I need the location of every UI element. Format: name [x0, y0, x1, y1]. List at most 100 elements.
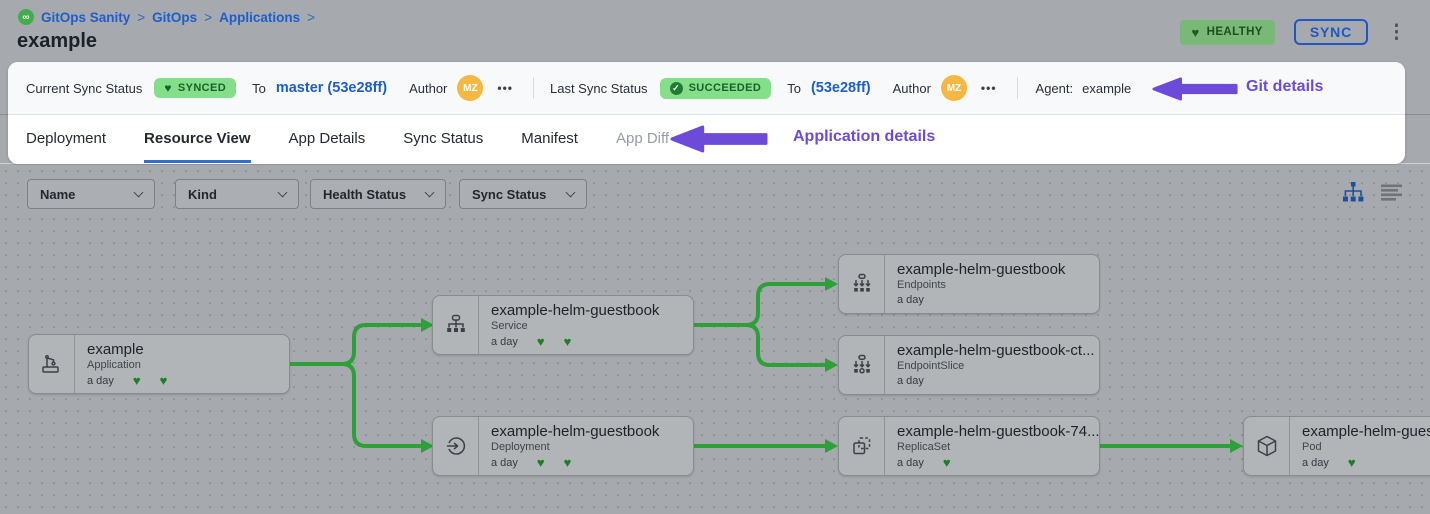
heart-icon: ♥	[536, 334, 545, 349]
gitops-logo-icon: ∞	[18, 9, 34, 25]
filter-name-dropdown[interactable]: Name	[27, 179, 155, 209]
health-status-label: HEALTHY	[1206, 26, 1263, 38]
filter-health-status-label: Health Status	[323, 186, 407, 202]
succeeded-badge-label: SUCCEEDED	[688, 82, 762, 94]
heart-icon: ♥	[942, 455, 951, 470]
git-details-arrow-icon	[1152, 77, 1238, 101]
health-hearts: ♥♥	[114, 374, 167, 388]
node-age: a day	[897, 457, 924, 469]
node-title: example-helm-guestbook	[897, 261, 1066, 278]
breadcrumb-gitops-sanity[interactable]: GitOps Sanity	[41, 9, 131, 25]
application-details-arrow-icon	[670, 125, 768, 153]
tree-view-icon[interactable]	[1342, 182, 1364, 203]
divider	[1016, 77, 1018, 99]
node-title: example-helm-guestbook	[491, 423, 660, 440]
node-service[interactable]: example-helm-guestbook Service a day♥♥	[432, 295, 694, 355]
chevron-down-icon	[133, 187, 144, 197]
current-sync-status-label: Current Sync Status	[26, 80, 143, 96]
chevron-down-icon	[424, 187, 435, 197]
application-icon	[29, 335, 75, 393]
node-kind: Application	[87, 359, 141, 371]
more-menu-icon[interactable]: •••	[497, 81, 513, 95]
sync-button[interactable]: SYNC	[1293, 19, 1368, 45]
filter-sync-status-label: Sync Status	[472, 186, 547, 202]
breadcrumb-gitops[interactable]: GitOps	[152, 9, 198, 25]
filter-name-label: Name	[40, 186, 76, 202]
node-age: a day	[491, 336, 518, 348]
node-kind: Pod	[1302, 441, 1322, 453]
view-toggle	[1342, 182, 1402, 203]
heart-icon: ♥	[563, 334, 572, 349]
replicaset-icon	[839, 417, 885, 475]
node-pod[interactable]: example-helm-guest Pod a day♥	[1243, 416, 1430, 476]
breadcrumb: ∞ GitOps Sanity > GitOps > Applications …	[18, 9, 315, 25]
last-target-link[interactable]: (53e28ff)	[810, 80, 871, 96]
page-title: example	[17, 30, 98, 52]
node-kind: ReplicaSet	[897, 441, 951, 453]
more-menu-icon[interactable]: •••	[980, 81, 997, 95]
header-controls: ♥ HEALTHY SYNC ⋮	[1179, 19, 1406, 45]
breadcrumb-separator: >	[204, 9, 213, 25]
to-label: To	[787, 80, 801, 96]
service-icon	[433, 296, 479, 354]
node-age: a day	[87, 375, 114, 387]
succeeded-badge: ✓ SUCCEEDED	[659, 77, 772, 99]
tab-sync-status[interactable]: Sync Status	[403, 130, 484, 147]
node-age: a day	[1302, 457, 1329, 469]
health-hearts: ♥	[924, 456, 951, 470]
node-deployment[interactable]: example-helm-guestbook Deployment a day ♥…	[432, 416, 694, 476]
author-avatar: MZ	[457, 75, 484, 101]
endpointslice-icon	[839, 336, 885, 394]
node-kind: EndpointSlice	[897, 360, 965, 372]
filter-health-status-dropdown[interactable]: Health Status	[310, 179, 446, 209]
node-endpointslice[interactable]: example-helm-guestbook-ct... EndpointSli…	[838, 335, 1100, 395]
tab-deployment[interactable]: Deployment	[26, 130, 107, 147]
check-circle-icon: ✓	[669, 81, 683, 95]
endpoints-icon	[839, 255, 885, 313]
agent-value: example	[1082, 80, 1132, 96]
heart-icon: ♥	[536, 455, 545, 470]
agent-label: Agent:	[1035, 80, 1074, 96]
author-avatar: MZ	[940, 75, 967, 101]
tab-manifest[interactable]: Manifest	[521, 130, 578, 147]
author-label: Author	[892, 80, 931, 96]
filter-sync-status-dropdown[interactable]: Sync Status	[459, 179, 587, 209]
health-hearts: ♥♥	[518, 335, 571, 349]
heart-icon: ♥	[1347, 455, 1356, 470]
node-kind: Deployment	[491, 441, 550, 453]
chevron-down-icon	[277, 187, 288, 197]
deployment-icon	[433, 417, 479, 475]
application-details-annotation: Application details	[793, 128, 936, 145]
divider	[533, 77, 534, 99]
chevron-down-icon	[565, 187, 576, 197]
health-hearts: ♥	[1329, 456, 1356, 470]
list-view-icon[interactable]	[1381, 184, 1402, 201]
filter-kind-dropdown[interactable]: Kind	[175, 179, 299, 209]
node-title: example-helm-guestbook-74...	[897, 423, 1099, 440]
breadcrumb-applications[interactable]: Applications	[219, 9, 301, 25]
sync-status-bar: Current Sync Status ♥ SYNCED To master (…	[8, 62, 1405, 115]
tab-resource-view[interactable]: Resource View	[144, 115, 251, 163]
heart-icon: ♥	[159, 373, 168, 388]
heart-icon: ♥	[132, 373, 141, 388]
node-age: a day	[491, 457, 518, 469]
last-sync-status-label: Last Sync Status	[550, 80, 648, 96]
author-label: Author	[409, 80, 448, 96]
node-age: a day	[897, 375, 924, 387]
node-kind: Endpoints	[897, 279, 946, 291]
synced-badge-label: SYNCED	[177, 82, 227, 94]
app-tabs: Deployment Resource View App Details Syn…	[8, 115, 1405, 163]
node-endpoints[interactable]: example-helm-guestbook Endpoints a day	[838, 254, 1100, 314]
tab-app-diff[interactable]: App Diff	[615, 130, 670, 147]
node-title: example-helm-guestbook-ct...	[897, 342, 1095, 359]
filter-kind-label: Kind	[188, 186, 217, 202]
tab-app-details[interactable]: App Details	[288, 130, 366, 147]
current-target-link[interactable]: master (53e28ff)	[275, 80, 388, 96]
heart-icon: ♥	[1191, 24, 1200, 40]
node-application-example[interactable]: example Application a day♥♥	[28, 334, 290, 394]
app-header-panel: Current Sync Status ♥ SYNCED To master (…	[8, 62, 1405, 164]
node-replicaset[interactable]: example-helm-guestbook-74... ReplicaSet …	[838, 416, 1100, 476]
kebab-menu-icon[interactable]: ⋮	[1387, 21, 1406, 43]
heart-icon: ♥	[563, 455, 572, 470]
breadcrumb-separator: >	[307, 9, 315, 25]
